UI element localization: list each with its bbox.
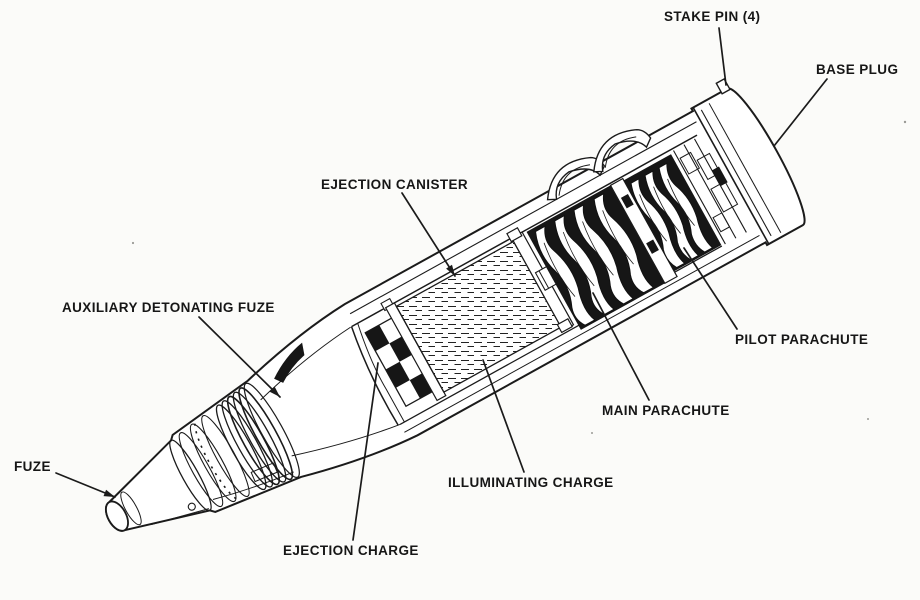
leader-illuminating-charge xyxy=(482,359,525,473)
ogive xyxy=(260,326,401,457)
leader-stake-pin xyxy=(718,27,727,86)
leader-ejection-canister xyxy=(401,192,456,277)
leader-lines xyxy=(55,27,828,541)
leader-ejection-charge xyxy=(352,362,379,541)
projectile-body xyxy=(104,77,806,532)
label-stake-pin: STAKE PIN (4) xyxy=(664,9,760,24)
label-main-parachute: MAIN PARACHUTE xyxy=(602,403,730,418)
arrowhead-ejection-canister xyxy=(446,264,455,276)
pilot-parachute-section xyxy=(623,153,724,272)
label-ejection-charge: EJECTION CHARGE xyxy=(283,543,419,558)
base-support-structure xyxy=(670,132,760,247)
seal-band xyxy=(274,342,305,383)
label-illuminating-charge: ILLUMINATING CHARGE xyxy=(448,475,614,490)
label-ejection-canister: EJECTION CANISTER xyxy=(321,177,468,192)
label-pilot-parachute: PILOT PARACHUTE xyxy=(735,332,868,347)
label-auxiliary-detonating-fuze: AUXILIARY DETONATING FUZE xyxy=(62,300,275,315)
leader-arrowheads xyxy=(103,264,455,497)
leader-main-parachute xyxy=(592,292,650,401)
callout-labels: STAKE PIN (4) BASE PLUG EJECTION CANISTE… xyxy=(14,9,898,558)
stake-pin-part xyxy=(715,77,731,95)
main-parachute-section xyxy=(526,184,667,330)
nose-tip xyxy=(105,491,210,532)
ejection-charge-section xyxy=(364,297,435,408)
fuze-scale-ticks xyxy=(194,423,238,500)
leader-pilot-parachute xyxy=(683,247,738,330)
scan-specks xyxy=(131,120,907,434)
cutaway-section xyxy=(349,121,760,433)
fuze-rings xyxy=(169,382,300,512)
leader-base-plug xyxy=(773,78,828,147)
arrowhead-fuze xyxy=(103,489,115,497)
rotating-bands xyxy=(546,128,652,201)
label-fuze: FUZE xyxy=(14,459,51,474)
base-plug-part xyxy=(692,77,782,245)
label-base-plug: BASE PLUG xyxy=(816,62,898,77)
arrowhead-aux-detonating-fuze xyxy=(269,386,280,397)
leader-aux-detonating-fuze xyxy=(198,316,281,398)
illuminating-charge-canister xyxy=(384,227,575,402)
